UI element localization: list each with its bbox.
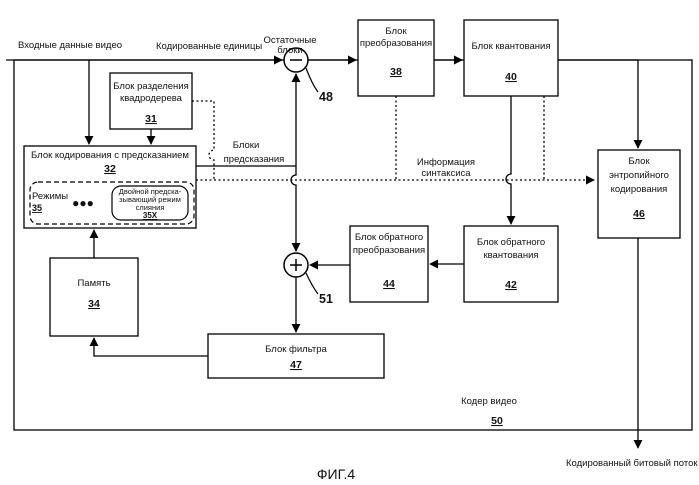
filter-title: Блок фильтра <box>265 344 327 355</box>
inv-quant-title-1: Блок обратного <box>477 237 545 248</box>
quadtree-title-1: Блок разделения <box>113 81 189 92</box>
output-bitstream-label: Кодированный битовый поток <box>566 458 698 469</box>
transform-title-2: преобразования <box>360 38 432 49</box>
filter-to-memory-arrow <box>94 338 208 356</box>
inv-transform-title-1: Блок обратного <box>355 232 423 243</box>
syntax-info-label-2: синтаксиса <box>421 168 471 179</box>
summer-number-48: 48 <box>319 90 333 104</box>
entropy-number: 46 <box>633 208 645 220</box>
input-video-label: Входные данные видео <box>18 40 122 51</box>
video-encoder-number: 50 <box>491 415 503 427</box>
memory-block <box>50 258 138 336</box>
entropy-title-3: кодирования <box>611 184 668 195</box>
prediction-title: Блок кодирования с предсказанием <box>31 150 189 161</box>
memory-title: Память <box>77 278 110 289</box>
transform-number: 38 <box>390 66 402 78</box>
quant-to-entropy-arrow <box>558 60 638 148</box>
inv-transform-title-2: преобразования <box>353 245 425 256</box>
prediction-number: 32 <box>104 163 116 175</box>
filter-block <box>208 334 384 378</box>
entropy-title-1: Блок <box>628 156 650 167</box>
prediction-blocks-label-2: предсказания <box>224 154 285 165</box>
modes-ellipsis: ●●● <box>72 196 94 210</box>
quantization-block <box>464 20 558 96</box>
quantization-title: Блок квантования <box>472 41 551 52</box>
merge-mode-number: 35X <box>143 211 158 220</box>
residual-label-2: блоки <box>277 45 302 56</box>
filter-number: 47 <box>290 359 302 371</box>
prediction-to-adder-arrow <box>291 166 296 251</box>
syntax-lines <box>192 96 594 180</box>
modes-label: Режимы <box>32 191 68 202</box>
syntax-info-label-1: Информация <box>417 157 475 168</box>
summer-number-51: 51 <box>319 292 333 306</box>
memory-number: 34 <box>88 298 100 310</box>
encoded-units-label: Кодированные единицы <box>156 41 262 52</box>
video-encoder-label: Кодер видео <box>461 396 517 407</box>
quadtree-title-2: квадродерева <box>120 93 183 104</box>
transform-title-1: Блок <box>385 26 407 37</box>
inv-quant-number: 42 <box>505 279 517 291</box>
figure-caption: ФИГ.4 <box>317 466 355 482</box>
quadtree-number: 31 <box>145 113 157 125</box>
prediction-blocks-label-1: Блоки <box>233 140 260 151</box>
modes-number: 35 <box>32 203 42 213</box>
entropy-title-2: энтропийного <box>609 170 669 181</box>
quant-to-invquant-arrow <box>506 96 511 224</box>
quantization-number: 40 <box>505 71 517 83</box>
inv-quant-title-2: квантования <box>483 250 538 261</box>
inv-transform-number: 44 <box>383 278 395 290</box>
